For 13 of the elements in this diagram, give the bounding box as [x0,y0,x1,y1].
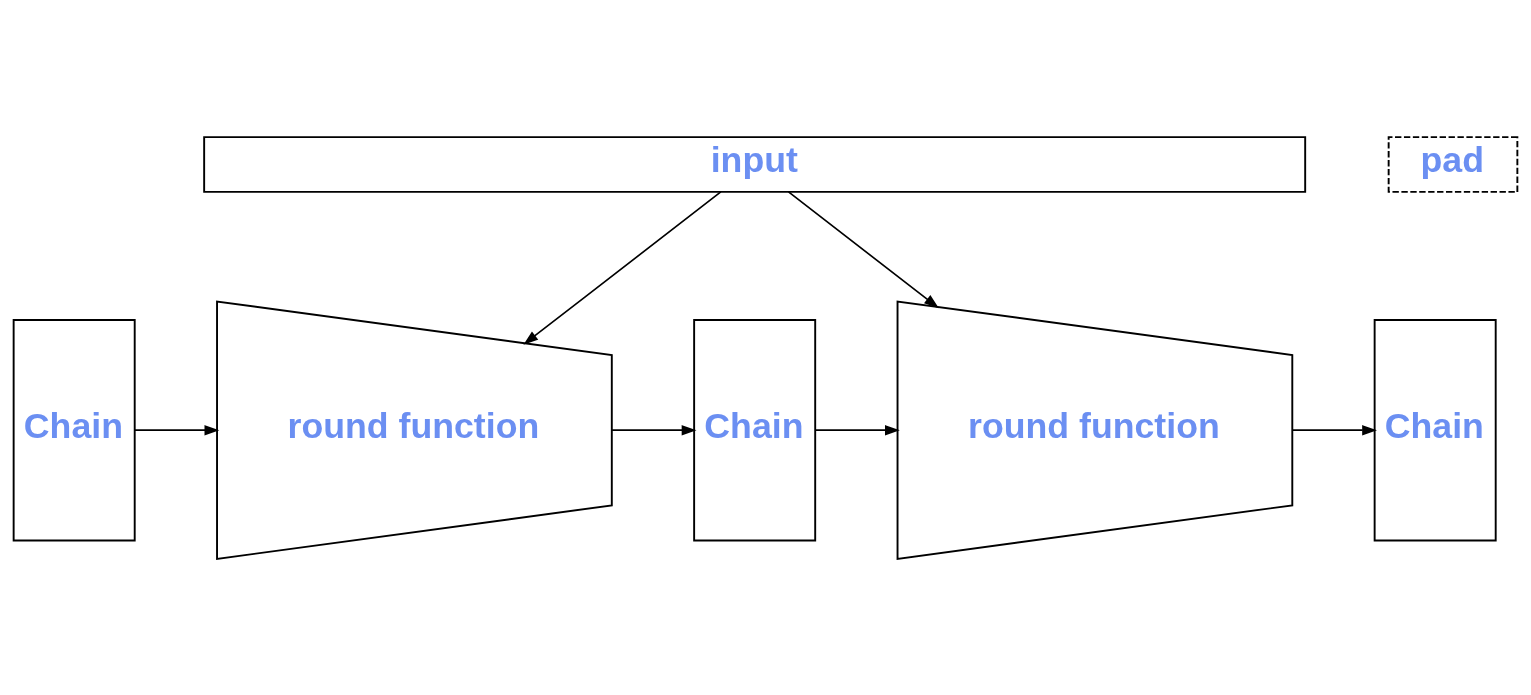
arrow [787,190,939,308]
arrow [814,424,900,435]
arrow [523,190,722,345]
arrow [611,424,697,435]
node-box: pad [1387,135,1519,193]
arrow [1291,424,1377,435]
node-box: Chain [1373,318,1497,541]
node-box: Chain [693,318,817,541]
node-box: round function [216,299,613,560]
node-box: Chain [12,318,136,541]
node-box: round function [896,299,1294,560]
node-box: input [203,135,1307,193]
arrow [134,424,220,435]
